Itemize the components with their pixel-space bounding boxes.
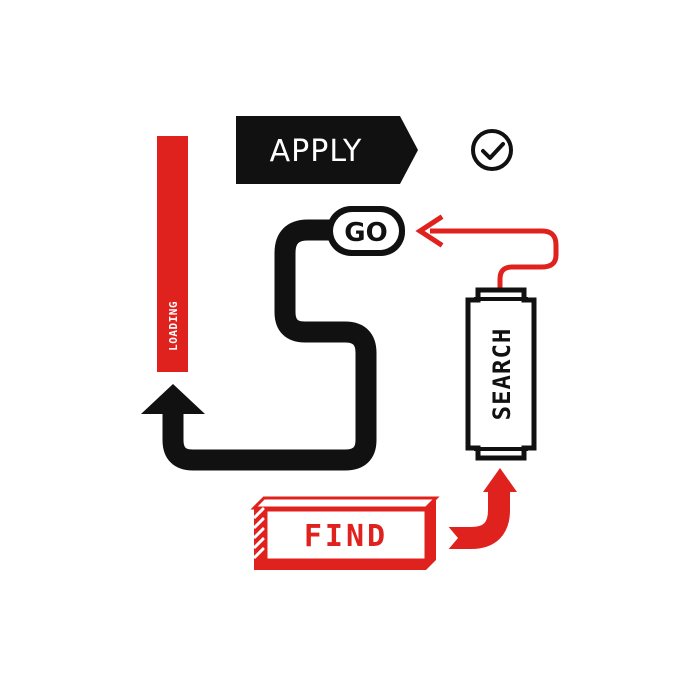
black-path	[162, 219, 377, 471]
arrow-down-icon	[483, 468, 517, 492]
search-button[interactable]: SEARCH	[465, 287, 537, 461]
red-curve-arrow	[447, 488, 510, 549]
loading-label: LOADING	[167, 301, 180, 351]
red-connector-line	[430, 228, 559, 292]
go-button[interactable]: GO	[327, 206, 405, 256]
find-label: FIND	[304, 519, 388, 554]
loading-bar: LOADING	[157, 136, 188, 372]
arrow-up-icon	[141, 384, 205, 414]
search-label: SEARCH	[488, 328, 516, 421]
check-circle-icon[interactable]	[471, 129, 513, 171]
red-curve-tail	[447, 525, 458, 551]
arrow-left-icon	[415, 214, 444, 248]
go-label: GO	[344, 218, 387, 248]
apply-button[interactable]: APPLY	[236, 116, 418, 184]
find-button[interactable]: FIND	[250, 496, 440, 570]
apply-label: APPLY	[270, 134, 363, 169]
